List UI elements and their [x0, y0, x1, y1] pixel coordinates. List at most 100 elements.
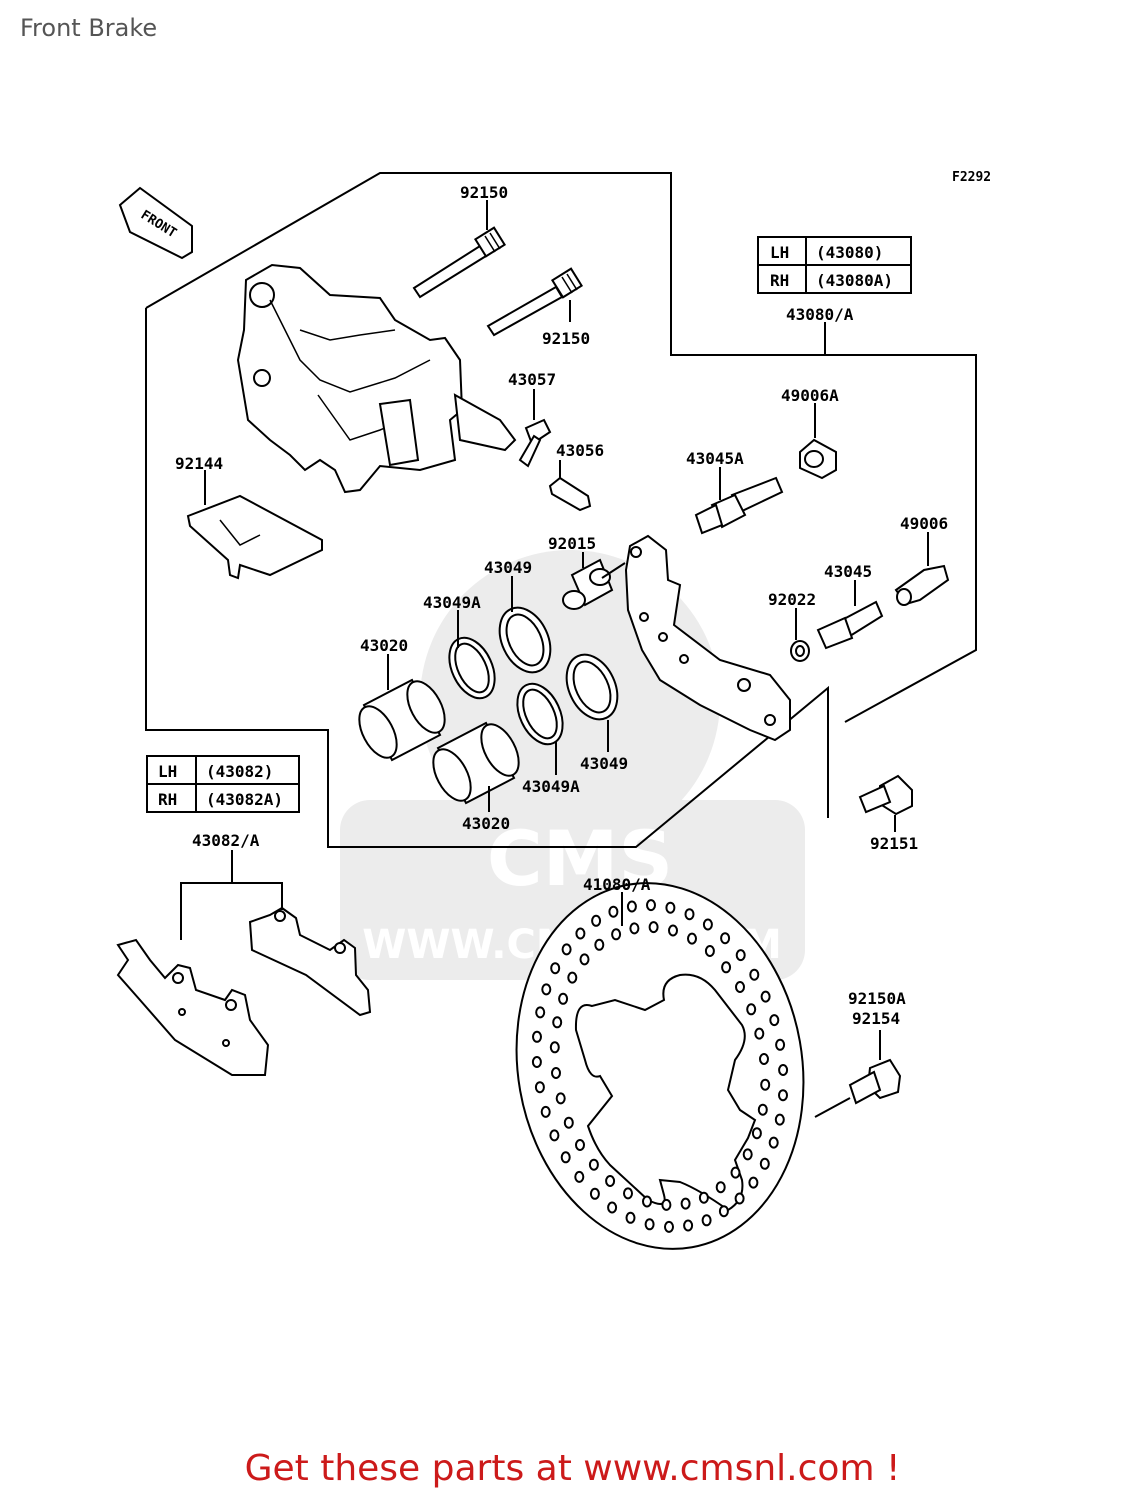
disc-hole — [567, 971, 578, 984]
brake-disc — [515, 882, 805, 1250]
front-arrow-icon: FRONT — [118, 186, 193, 260]
disc-hole — [665, 901, 676, 914]
callout-pin-upper: 92150 — [460, 183, 508, 202]
callout-disc: 41080/A — [583, 875, 651, 894]
callout-bleed-cap: 43057 — [508, 370, 556, 389]
caliper-table-side-lh: LH — [770, 243, 789, 262]
disc-hole — [702, 918, 713, 931]
disc-hole — [778, 1064, 789, 1076]
brake-pad-right — [248, 906, 372, 1017]
callout-piston-lower: 43020 — [462, 814, 510, 833]
disc-hole — [589, 1187, 600, 1200]
callout-washer: 92022 — [768, 590, 816, 609]
disc-hole — [680, 1197, 691, 1210]
disc-hole — [605, 1175, 616, 1187]
disc-hole — [541, 983, 552, 996]
bushing — [562, 558, 614, 610]
disc-hole — [730, 1166, 741, 1179]
disc-hole — [555, 1092, 566, 1105]
caliper-body — [236, 263, 517, 494]
pad-table-side-lh: LH — [158, 762, 177, 781]
disc-hole — [759, 1157, 770, 1170]
bleed-valve — [548, 476, 592, 512]
disc-hole — [734, 1192, 745, 1205]
disc-hole — [644, 1218, 655, 1231]
disc-hole — [549, 1129, 560, 1142]
disc-hole — [720, 932, 731, 945]
bleed-cap — [518, 418, 552, 468]
slide-pin-upper — [412, 226, 507, 299]
pad-table-side-rh: RH — [158, 790, 177, 809]
leader-lines — [180, 200, 929, 1118]
disc-hole — [534, 1081, 545, 1094]
disc-hole — [611, 928, 622, 941]
disc-hole — [774, 1113, 785, 1126]
disc-hole — [768, 1136, 779, 1149]
disc-hole — [629, 922, 640, 935]
disc-hole — [575, 927, 586, 940]
piston-seal-right — [565, 653, 619, 721]
disc-hole — [735, 981, 745, 993]
disc-hole — [718, 1205, 729, 1218]
callout-bolt-a: 43045A — [686, 449, 744, 468]
footer-cta-link[interactable]: Get these parts at www.cmsnl.com ! — [244, 1448, 901, 1489]
disc-hole — [704, 945, 715, 957]
disc-hole — [775, 1038, 786, 1051]
disc-hole — [532, 1030, 542, 1043]
disc-holes — [531, 899, 789, 1233]
page-title: Front Brake — [20, 14, 158, 42]
callout-pad-set: 43082/A — [192, 831, 260, 850]
caliper-boundary — [145, 172, 977, 723]
disc-hole — [751, 1127, 762, 1140]
disc-hole — [563, 1116, 574, 1129]
disc-hole — [754, 1027, 765, 1040]
callout-boot: 49006 — [900, 514, 948, 533]
disc-hole — [749, 968, 760, 981]
pad-table-code-lh: (43082) — [206, 762, 273, 781]
disc-hole — [540, 1105, 551, 1118]
bolt — [816, 600, 884, 650]
disc-hole — [623, 1187, 633, 1200]
dust-seal-a-upper — [448, 636, 496, 700]
disc-hole — [594, 938, 605, 951]
disc-hole — [661, 1198, 672, 1211]
disc-hole — [760, 1078, 771, 1091]
disc-hole — [579, 953, 590, 966]
pad-table: LH (43082) RH (43082A) — [146, 755, 300, 813]
callout-pin-lower: 92150 — [542, 329, 590, 348]
disc-hole — [575, 1139, 585, 1151]
callout-disc-bolt-a: 92150A — [848, 989, 906, 1008]
disc-hole — [721, 961, 732, 974]
disc-hole — [735, 949, 746, 962]
disc-hole — [684, 908, 695, 921]
disc-hole — [560, 1151, 571, 1164]
piston-upper — [358, 678, 446, 762]
disc-hole — [549, 1041, 560, 1054]
pad-table-code-rh: (43082A) — [206, 790, 283, 809]
disc-hole — [757, 1103, 768, 1116]
disc-hole — [588, 1158, 599, 1171]
disc-hole — [748, 1176, 759, 1189]
callout-seal-right: 43049 — [580, 754, 628, 773]
disc-hole — [607, 1201, 618, 1214]
disc-hole — [551, 1067, 561, 1079]
disc-hole — [668, 924, 678, 937]
callout-seal-a-upper: 43049A — [423, 593, 481, 612]
disc-hole — [769, 1014, 780, 1027]
dust-seal-a-lower — [516, 682, 564, 746]
callout-bleed-valve: 43056 — [556, 441, 604, 460]
disc-hole — [698, 1191, 709, 1204]
caliper-table-code-rh: (43080A) — [816, 271, 893, 290]
disc-hole — [550, 962, 561, 975]
disc-hole — [746, 1003, 757, 1016]
disc-hole — [625, 1211, 636, 1224]
disc-hole — [591, 914, 602, 927]
brake-pad-left — [116, 938, 270, 1076]
disc-hole — [683, 1219, 694, 1232]
disc-hole — [778, 1089, 788, 1102]
dust-boot-a — [799, 438, 837, 480]
disc-hole — [646, 899, 656, 912]
disc-hole — [648, 921, 659, 934]
disc-hole — [574, 1170, 585, 1183]
disc-hole — [626, 900, 637, 913]
